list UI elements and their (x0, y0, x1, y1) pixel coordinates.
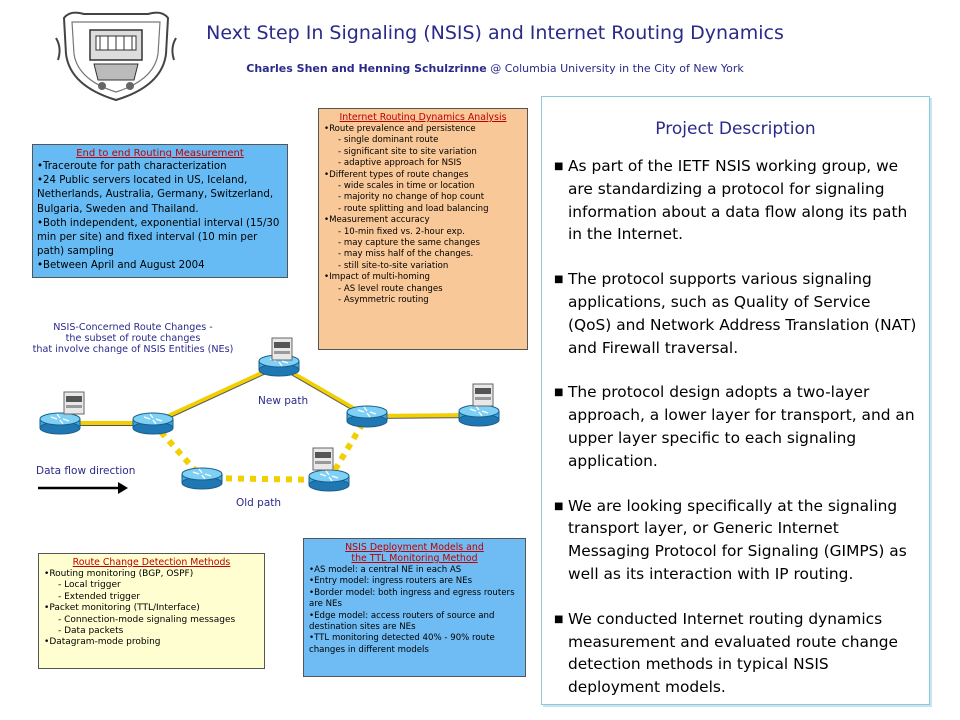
list-item: AS model: a central NE in each AS (309, 565, 520, 576)
list-item: TTL monitoring detected 40% - 90% route … (309, 633, 520, 656)
caption-line: NSIS-Concerned Route Changes - (53, 322, 213, 333)
affiliation: @ Columbia University in the City of New… (490, 62, 744, 75)
route-change-detection-box: Route Change Detection Methods Routing m… (38, 553, 265, 669)
list-item: Traceroute for path characterization (37, 160, 283, 174)
list-item: - wide scales in time or location (338, 181, 475, 192)
list-item: - single dominant route (338, 135, 439, 146)
rcd-list: Routing monitoring (BGP, OSPF)- Local tr… (44, 569, 259, 649)
e2e-list: Traceroute for path characterization 24 … (37, 160, 283, 274)
list-item: - still site-to-site variation (338, 260, 449, 271)
server-icon (271, 337, 293, 361)
square-bullet-icon: ■ (554, 387, 564, 399)
list-item: - Connection-mode signaling messages (58, 614, 236, 625)
project-title: Project Description (655, 119, 816, 139)
list-item: - Data packets (58, 626, 124, 637)
server-icon (312, 447, 334, 471)
project-item-text: The protocol supports various signaling … (568, 270, 917, 357)
list-item: - significant site to site variation (338, 146, 477, 157)
list-item: Route prevalence and persistence (324, 124, 522, 135)
list-item: - 10-min fixed vs. 2-hour exp. (338, 226, 465, 237)
deploy-title: NSIS Deployment Models and the TTL Monit… (309, 542, 520, 564)
router-icon (39, 412, 81, 435)
list-item: - AS level route changes (338, 283, 443, 294)
router-icon (181, 467, 223, 490)
routing-dynamics-box: Internet Routing Dynamics Analysis Route… (318, 108, 528, 350)
list-item: Edge model: access routers of source and… (309, 611, 520, 634)
square-bullet-icon: ■ (554, 500, 564, 512)
deploy-title-line: the TTL Monitoring Method (351, 553, 478, 564)
list-item: - adaptive approach for NSIS (338, 158, 462, 169)
new-path-label: New path (258, 395, 309, 407)
list-item: - route splitting and load balancing (338, 203, 489, 214)
project-description-panel: Project Description ■ As part of the IETF… (541, 96, 930, 705)
project-item: ■ We conducted Internet routing dynamics … (554, 608, 917, 699)
list-item: Packet monitoring (TTL/Interface) (44, 603, 259, 614)
list-item: 24 Public servers located in US, Iceland… (37, 174, 283, 217)
project-item: ■ As part of the IETF NSIS working group,… (554, 155, 917, 246)
data-flow-label: Data flow direction (36, 465, 136, 477)
square-bullet-icon: ■ (554, 274, 564, 286)
new-path-link-shadow (152, 367, 280, 426)
list-item: - majority no change of hop count (338, 192, 485, 203)
list-item: Routing monitoring (BGP, OSPF) (44, 569, 259, 580)
deploy-list: AS model: a central NE in each AS Entry … (309, 565, 520, 656)
ird-list: Route prevalence and persistence- single… (324, 124, 522, 307)
project-item: ■ The protocol design adopts a two-layer … (554, 381, 917, 472)
project-item-text: We conducted Internet routing dynamics m… (568, 609, 898, 697)
ird-title: Internet Routing Dynamics Analysis (339, 112, 507, 123)
route-change-diagram (38, 337, 500, 494)
list-item: Both independent, exponential interval (… (37, 217, 283, 260)
page-title: Next Step In Signaling (NSIS) and Intern… (206, 22, 784, 44)
old-path-link (201, 475, 330, 483)
deployment-models-box: NSIS Deployment Models and the TTL Monit… (303, 538, 526, 677)
router-icon (346, 405, 388, 428)
list-item: Entry model: ingress routers are NEs (309, 576, 520, 587)
list-item: Different types of route changes (324, 170, 522, 181)
list-item: Between April and August 2004 (37, 259, 283, 273)
new-path-link (152, 363, 280, 425)
project-item: ■ We are looking specifically at the sign… (554, 495, 917, 586)
list-item: Datagram-mode probing (44, 637, 259, 648)
square-bullet-icon: ■ (554, 613, 564, 625)
caption-line: the subset of route changes (65, 333, 201, 344)
diagram-caption: NSIS-Concerned Route Changes - the subse… (18, 322, 248, 355)
square-bullet-icon: ■ (554, 161, 564, 172)
list-item: - Local trigger (58, 580, 121, 591)
router-icon (308, 469, 350, 492)
list-item: Border model: both ingress and egress ro… (309, 588, 520, 611)
router-icon (458, 404, 500, 427)
server-icon (63, 391, 85, 415)
router-icon (258, 354, 300, 377)
page-subtitle: Charles Shen and Henning Schulzrinne @ C… (200, 62, 790, 75)
page-number: 1 (628, 550, 634, 560)
list-item: Measurement accuracy (324, 215, 522, 226)
rcd-title: Route Change Detection Methods (72, 557, 231, 568)
old-path-label: Old path (236, 497, 282, 509)
project-item-text: The protocol design adopts a two-layer a… (568, 383, 915, 470)
list-item: - may capture the same changes (338, 238, 480, 249)
list-item: Impact of multi-homing (324, 272, 522, 283)
project-item: ■ The protocol supports various signaling… (554, 268, 917, 359)
authors: Charles Shen and Henning Schulzrinne (246, 62, 487, 75)
flow-arrow (38, 482, 128, 494)
router-icon (132, 412, 174, 435)
list-item: - may miss half of the changes. (338, 249, 474, 260)
caption-line: that involve change of NSIS Entities (NE… (32, 344, 234, 355)
project-item-text: As part of the IETF NSIS working group, … (568, 157, 908, 244)
list-item: - Extended trigger (58, 591, 141, 602)
list-item: - Asymmetric routing (338, 295, 429, 306)
e2e-title: End to end Routing Measurement (76, 148, 244, 159)
project-item-text: We are looking specifically at the signa… (568, 496, 907, 583)
e2e-measurement-box: End to end Routing Measurement Tracerout… (32, 144, 288, 278)
columbia-crest-icon (50, 8, 182, 104)
server-icon (472, 383, 494, 407)
deploy-title-line: NSIS Deployment Models and (345, 542, 484, 553)
